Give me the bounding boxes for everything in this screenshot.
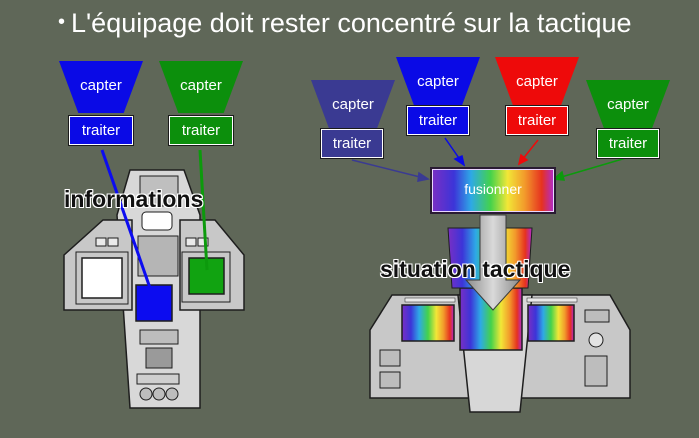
connector-line-green [198, 149, 209, 271]
traiter-box-left-green: traiter [168, 115, 234, 146]
traiter-box-right-blue: traiter [406, 105, 470, 136]
down-arrow-icon [464, 214, 522, 311]
traiter-box-right-green: traiter [596, 128, 660, 159]
capter-label: capter [332, 96, 374, 113]
capter-label: capter [516, 73, 558, 90]
capter-label: capter [80, 77, 122, 94]
traiter-label: traiter [81, 122, 121, 139]
bullet-icon: • [58, 11, 66, 33]
traiter-label: traiter [608, 135, 648, 152]
cockpit-left-illustration [63, 169, 245, 409]
traiter-label: traiter [517, 112, 557, 129]
fusion-arrows [351, 137, 627, 182]
fusionner-label: fusionner [464, 181, 522, 197]
cockpit-right-illustration [369, 287, 631, 413]
capter-label: capter [607, 96, 649, 113]
fusionner-box: fusionner [430, 167, 556, 214]
traiter-box-left-blue: traiter [68, 115, 134, 146]
traiter-box-right-navy: traiter [320, 128, 384, 159]
capter-label: capter [180, 77, 222, 94]
slide-title: •L'équipage doit rester concentré sur la… [58, 8, 632, 39]
capter-label: capter [417, 73, 459, 90]
slide-title-text: L'équipage doit rester concentré sur la … [71, 8, 632, 38]
connector-line-blue [100, 149, 152, 289]
traiter-label: traiter [181, 122, 221, 139]
traiter-label: traiter [332, 135, 372, 152]
traiter-box-right-red: traiter [505, 105, 569, 136]
informations-label: informations [64, 186, 204, 212]
traiter-label: traiter [418, 112, 458, 129]
situation-tactique-label: situation tactique [380, 256, 571, 282]
